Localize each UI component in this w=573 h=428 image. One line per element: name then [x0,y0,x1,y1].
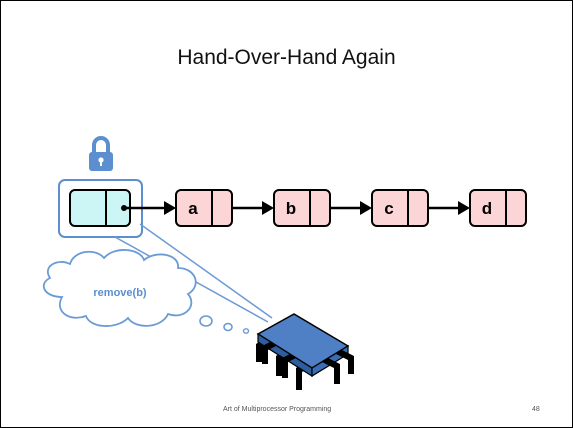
node-label-b: b [286,199,296,218]
node-label-c: c [384,199,393,218]
slide-title: Hand-Over-Hand Again [177,46,396,69]
list-node-a: a [175,189,233,227]
thought-cloud: remove(b) [42,249,197,327]
node-label-d: d [482,199,492,218]
list-node-c: c [371,189,429,227]
list-node-b: b [273,189,331,227]
processor-chip-icon [256,313,354,390]
padlock-icon [89,136,113,171]
pointer-line-right [139,223,273,319]
node-label-a: a [188,199,198,218]
footer-text: Art of Multiprocessor Programming [223,406,332,413]
thought-text: remove(b) [93,287,147,299]
thought-trail [199,315,250,334]
list-node-d: d [469,189,527,227]
page-number: 48 [532,406,540,413]
